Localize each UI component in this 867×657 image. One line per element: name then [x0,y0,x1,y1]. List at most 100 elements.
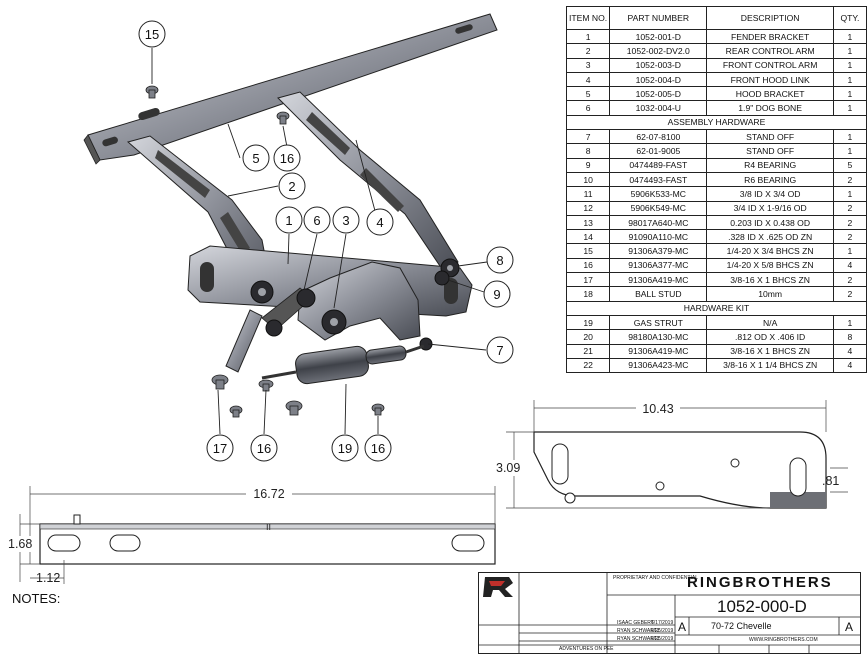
bom-header-qty: QTY. [832,6,867,30]
size-value: A [678,620,687,634]
drawn-by: ISAAC GEBERT [617,620,654,626]
balloon-19: 19 [338,441,352,456]
cell: 6 [565,100,611,116]
cell: STAND OFF [706,129,834,145]
cell: 1 [832,28,867,45]
section-hardware: ASSEMBLY HARDWARE [566,114,867,131]
cell: 1052-004-D [609,71,708,88]
dim-bar-length: 16.72 [253,487,284,501]
cell: 3/8-16 X 1 1/4 BHCS ZN [706,357,834,374]
cell: 1 [832,71,867,88]
cell: 62-01-9005 [609,143,708,159]
bar-view [4,486,496,584]
cell: 1052-002-DV2.0 [609,43,708,59]
confidential-label: PROPRIETARY AND CONFIDENTIAL [613,575,699,581]
cell: 13 [565,214,611,231]
cell: HOOD BRACKET [706,86,834,102]
checked-by: RYAN SCHWARTZ [617,628,660,634]
cell: 0474489-FAST [609,157,708,173]
balloon-16: 16 [280,151,294,166]
date-1: 6/17/2019 [651,620,674,626]
cell: 12 [565,200,611,216]
balloon-15: 15 [145,27,159,42]
cell: .328 ID X .625 OD ZN [706,229,834,245]
bom-header-desc: DESCRIPTION [706,6,834,30]
date-3: 6/25/2019 [651,636,674,642]
address-label: ADVENTURES ON PEE [559,646,614,652]
cell: 4 [832,343,867,359]
cell: N/A [706,314,834,331]
cell: 0.203 ID X 0.438 OD [706,214,834,231]
brand-name: RINGBROTHERS [687,574,833,591]
cell: 1/4-20 X 3/4 BHCS ZN [706,243,834,259]
cell: 3/8 ID X 3/4 OD [706,186,834,202]
cell: 1052-005-D [609,86,708,102]
cell: 5 [832,157,867,173]
cell: 1.9" DOG BONE [706,100,834,116]
balloon-4: 4 [376,215,383,230]
cell: 1 [832,100,867,116]
cell: 98017A640-MC [609,214,708,231]
balloon-5: 5 [252,151,259,166]
balloon-3: 3 [342,213,349,228]
cell: 18 [565,286,611,302]
cell: 1 [832,129,867,145]
balloons [138,20,514,462]
dim-slot: .81 [822,474,839,488]
section-row: ASSEMBLY HARDWARE [566,114,867,131]
cell: 5 [565,86,611,102]
balloon-16b: 16 [257,441,271,456]
cell: GAS STRUT [609,314,708,331]
cell: 4 [565,71,611,88]
cell: STAND OFF [706,143,834,159]
gas-strut [261,344,425,385]
cell: 11 [565,186,611,202]
cell: 4 [832,257,867,274]
cell: FRONT HOOD LINK [706,71,834,88]
balloon-2: 2 [288,179,295,194]
rev-value: A [845,620,854,634]
balloon-1: 1 [285,213,292,228]
section-row: HARDWARE KIT [566,300,867,316]
cell: 91306A419-MC [609,343,708,359]
cell: 1 [832,314,867,331]
section-kit: HARDWARE KIT [566,300,867,316]
cell: 1 [832,186,867,202]
balloon-16c: 16 [371,441,385,456]
part-number: 1052-000-D [717,597,807,616]
cell: 19 [565,314,611,331]
cell: 1 [832,86,867,102]
cell: FRONT CONTROL ARM [706,57,834,73]
cell: 3/8-16 X 1 BHCS ZN [706,343,834,359]
cell: 3/4 ID X 1-9/16 OD [706,200,834,216]
cell: 91090A110-MC [609,229,708,245]
cell: 2 [565,43,611,59]
dim-bracket-height: 3.09 [496,461,520,475]
cell: 62-07-8100 [609,129,708,145]
cell: 2 [832,200,867,216]
cell: BALL STUD [609,286,708,302]
cell: 10 [565,171,611,188]
cell: 3/8-16 X 1 BHCS ZN [706,272,834,288]
cell: 20 [565,329,611,345]
cell: REAR CONTROL ARM [706,43,834,59]
cell: 91306A377-MC [609,257,708,274]
cell: 1/4-20 X 5/8 BHCS ZN [706,257,834,274]
